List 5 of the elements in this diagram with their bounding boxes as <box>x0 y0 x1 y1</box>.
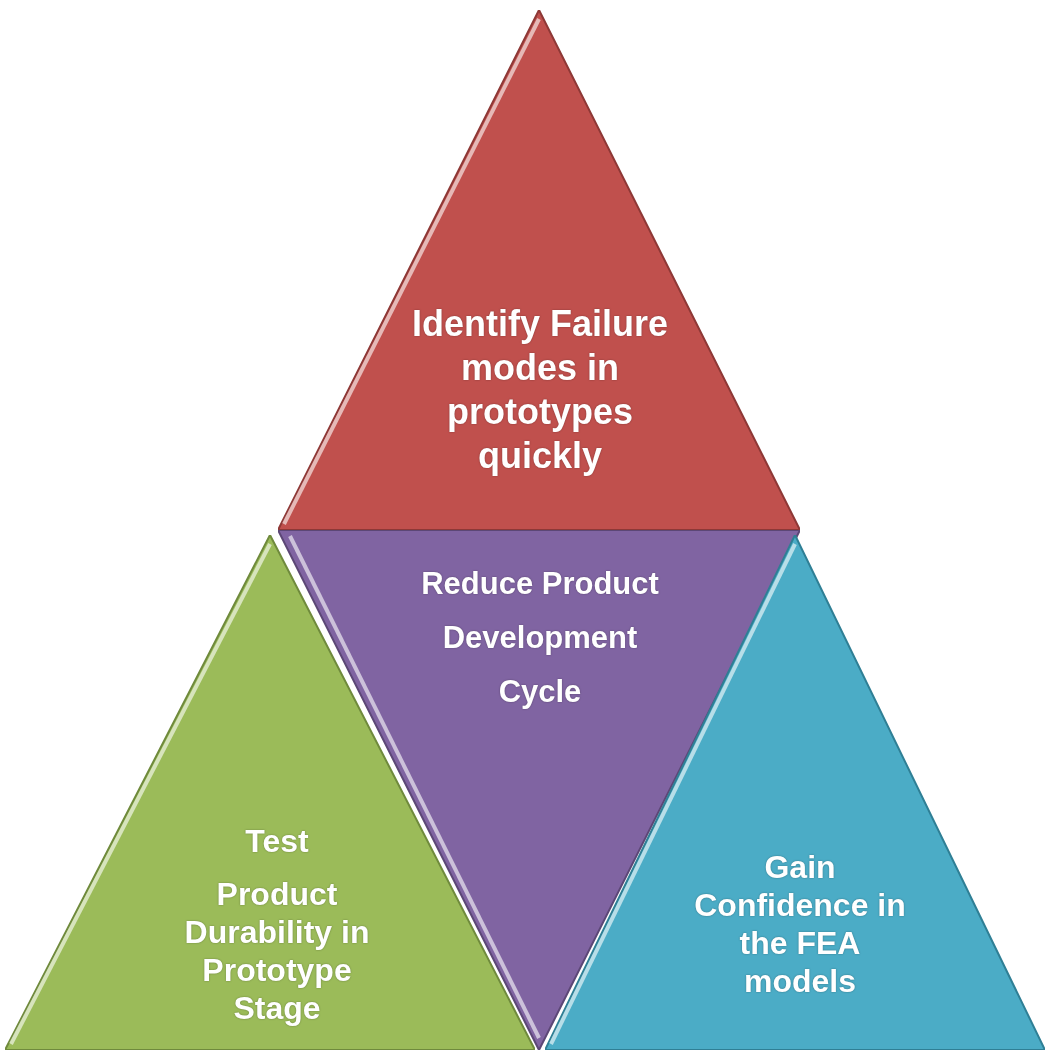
segment-label: Gain Confidence in the FEA models <box>693 848 907 1000</box>
segment-label: Identify Failure modes in prototypes quickly <box>410 302 669 478</box>
segment-label: Test <box>244 822 310 860</box>
segment-label: Reduce Product Development Cycle <box>420 565 660 711</box>
segment-label: Product Durability in Prototype Stage <box>183 875 371 1027</box>
